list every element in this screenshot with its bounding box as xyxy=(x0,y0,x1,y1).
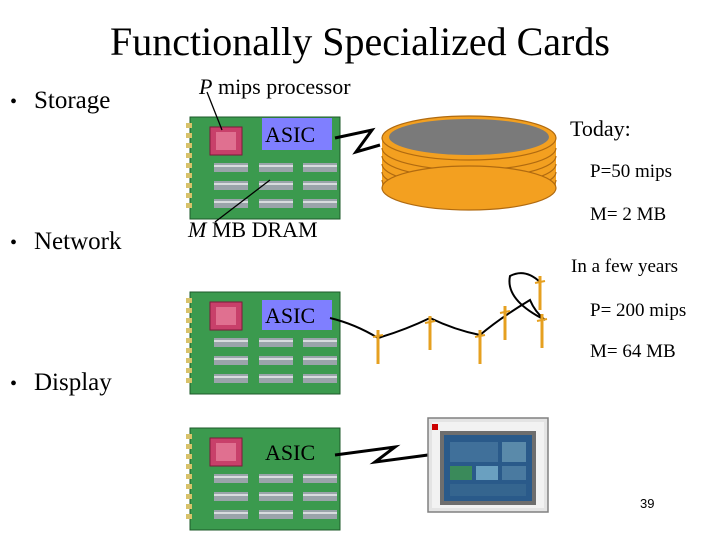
slide-title: Functionally Specialized Cards xyxy=(110,19,610,64)
today-p: P=50 mips xyxy=(590,161,672,182)
today-heading: Today: xyxy=(570,116,631,141)
monitor xyxy=(427,417,549,513)
future-heading: In a few years xyxy=(571,256,679,277)
network-cable xyxy=(329,272,546,340)
disk-stack xyxy=(381,115,557,211)
display-asic-label: ASIC xyxy=(265,440,316,465)
bullet-display: •Display xyxy=(10,369,112,396)
page-number: 39 xyxy=(640,496,655,511)
processor-pointer xyxy=(206,91,223,131)
future-p: P= 200 mips xyxy=(590,300,687,321)
processor-label: P mips processor xyxy=(199,74,351,99)
display-cable xyxy=(334,444,429,465)
network-poles xyxy=(371,274,549,366)
dram-label: M MB DRAM xyxy=(188,217,318,242)
bullet-network: •Network xyxy=(10,228,122,255)
today-m: M= 2 MB xyxy=(590,204,667,225)
network-asic-highlight xyxy=(262,300,332,330)
display-card xyxy=(186,428,340,530)
future-m: M= 64 MB xyxy=(590,341,676,362)
bullet-network-label: Network xyxy=(34,228,122,255)
storage-asic-highlight xyxy=(262,118,332,150)
bullet-storage: •Storage xyxy=(10,87,111,114)
bullet-storage-label: Storage xyxy=(34,87,111,114)
bullet-display-label: Display xyxy=(34,369,112,396)
network-asic-label: ASIC xyxy=(265,303,316,328)
storage-cable xyxy=(334,127,381,155)
dram-pointer xyxy=(214,179,271,223)
storage-asic-label: ASIC xyxy=(265,122,316,147)
